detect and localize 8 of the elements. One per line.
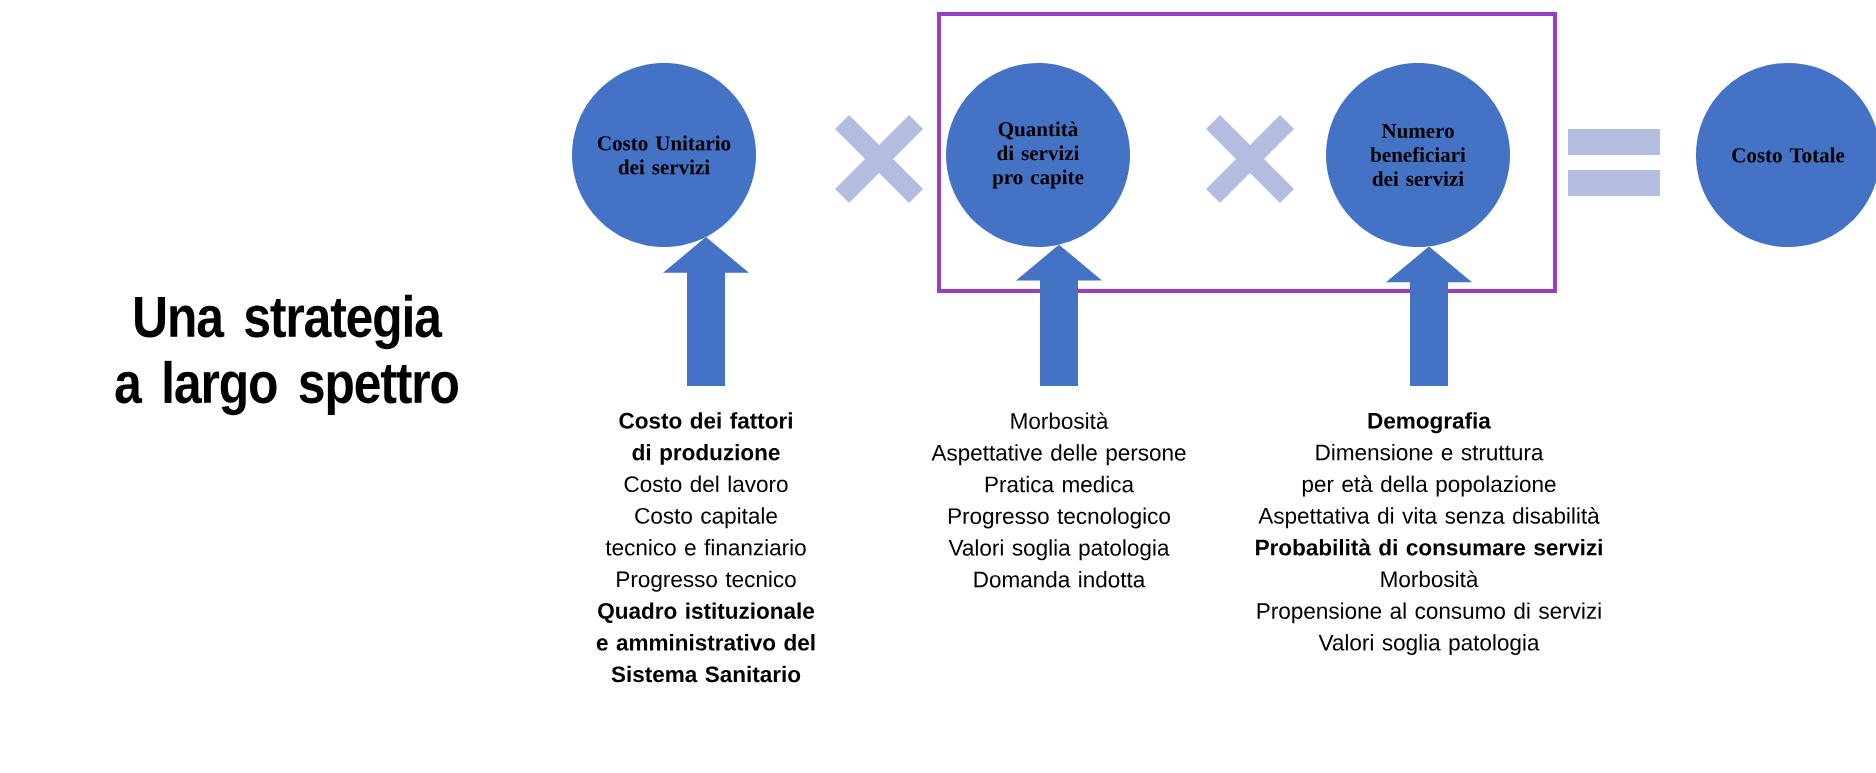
text-list: Morbosità Aspettative delle persone Pratica medica Progresso tecnologico Valori soglia patologia Domanda indotta bbox=[931, 412, 1186, 588]
text-list: Demografia Dimensione e struttura per età della popolazione Aspettativa di vita senza disabilità Probabilità di consumare servizi Morbosità Propensione al consumo di servizi Valori soglia patologia bbox=[1256, 412, 1602, 656]
equals-sign bbox=[1568, 129, 1660, 196]
multiply-sign bbox=[835, 115, 923, 203]
text-list: Costo dei fattori di produzione Costo del lavoro Costo capitale tecnico e finanziario Progresso tecnico Quadro istituzionale e amministrativo del Sistema Sanitario bbox=[596, 412, 815, 683]
title: Una strategia a largo spettro bbox=[115, 294, 458, 416]
group-frame bbox=[937, 12, 1557, 293]
multiply-sign bbox=[1206, 115, 1294, 203]
